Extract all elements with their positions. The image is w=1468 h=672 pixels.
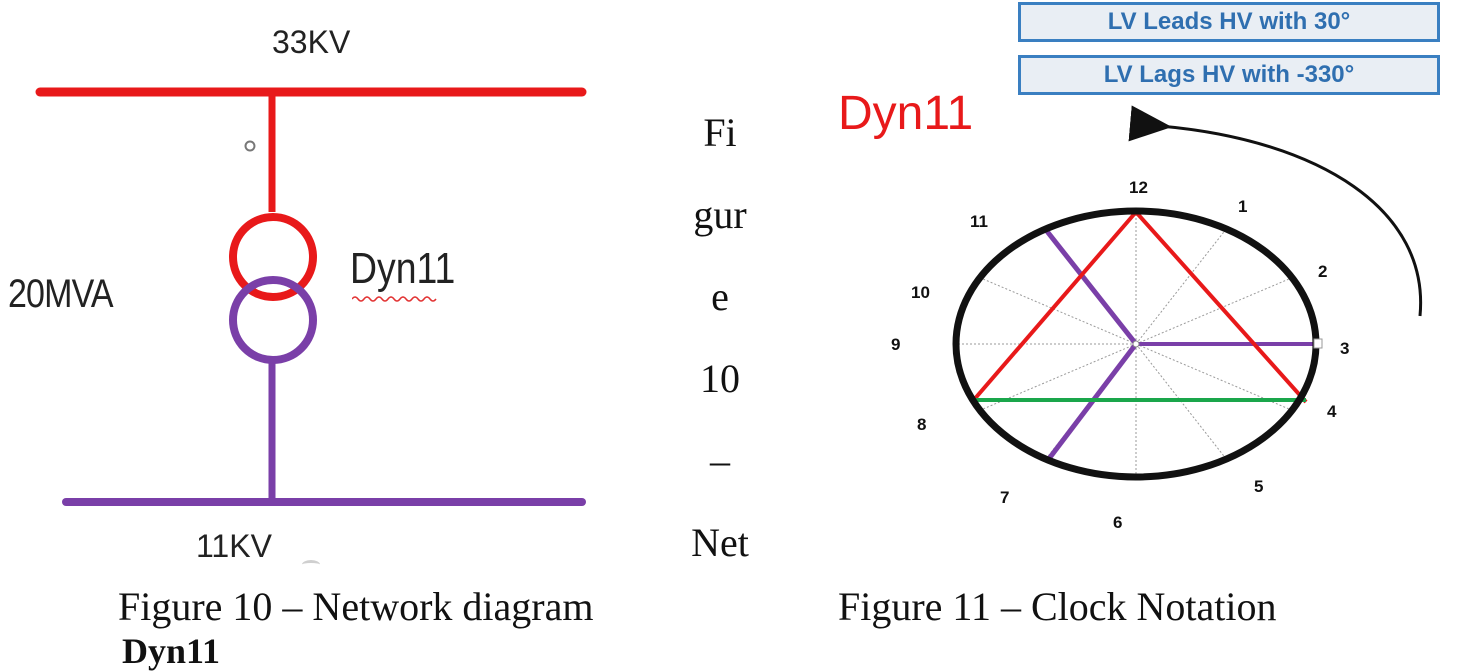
- vector-group-label: Dyn11: [350, 244, 456, 293]
- hour-label-1: 1: [1238, 197, 1248, 216]
- hour-label-9: 9: [891, 335, 901, 354]
- vertical-text-line: gur: [693, 192, 747, 237]
- hv-triangle-right: [1134, 210, 1308, 404]
- network-diagram: [35, 87, 587, 506]
- hour-label-7: 7: [1000, 488, 1010, 507]
- center-point: [1132, 340, 1140, 348]
- transformer-hv-winding: [229, 213, 317, 301]
- hv-voltage-label: 33KV: [272, 24, 351, 60]
- clock-title: Dyn11: [838, 87, 974, 140]
- clock-spoke: [1135, 278, 1291, 345]
- vertical-text-line: –: [710, 438, 730, 483]
- hour-label-11: 11: [970, 212, 988, 231]
- vertical-text-line: 10: [700, 356, 740, 401]
- hour-label-5: 5: [1254, 477, 1264, 496]
- figure-11-caption: Figure 11 – Clock Notation: [838, 584, 1277, 629]
- vertical-text-line: Fi: [703, 110, 737, 155]
- hv-triangle-left: [970, 210, 1138, 404]
- vertical-text-line: Net: [691, 520, 749, 565]
- figure-10-caption-continued: Dyn11: [122, 631, 221, 671]
- lv-voltage-label: 11KV: [196, 528, 272, 564]
- hour-label-10: 10: [911, 283, 930, 302]
- hour-label-8: 8: [917, 415, 927, 434]
- breaker-indicator: [244, 140, 256, 152]
- lv-phasor-11: [1044, 228, 1138, 346]
- rating-label: 20MVA: [8, 272, 114, 316]
- rotation-arrow: [1128, 105, 1423, 317]
- hour-label-4: 4: [1327, 402, 1337, 421]
- vertical-caption-fragment: Fi gur e 10 – Net: [680, 92, 760, 584]
- phase-3-marker: [1313, 338, 1323, 349]
- clock-diagram: [952, 105, 1423, 481]
- lv-leads-hv-box: LV Leads HV with 30°: [1018, 2, 1440, 42]
- hour-label-3: 3: [1340, 339, 1350, 358]
- hour-label-6: 6: [1113, 513, 1123, 532]
- vertical-text-line: e: [711, 274, 729, 319]
- figure-10-caption: Figure 10 – Network diagram: [118, 584, 594, 629]
- lv-lags-hv-box: LV Lags HV with -330°: [1018, 55, 1440, 95]
- spellcheck-underline: [352, 296, 437, 302]
- clock-spoke: [1135, 230, 1226, 345]
- hour-label-12: 12: [1129, 178, 1148, 197]
- hour-label-2: 2: [1318, 262, 1328, 281]
- text-cursor-mark: [302, 560, 320, 569]
